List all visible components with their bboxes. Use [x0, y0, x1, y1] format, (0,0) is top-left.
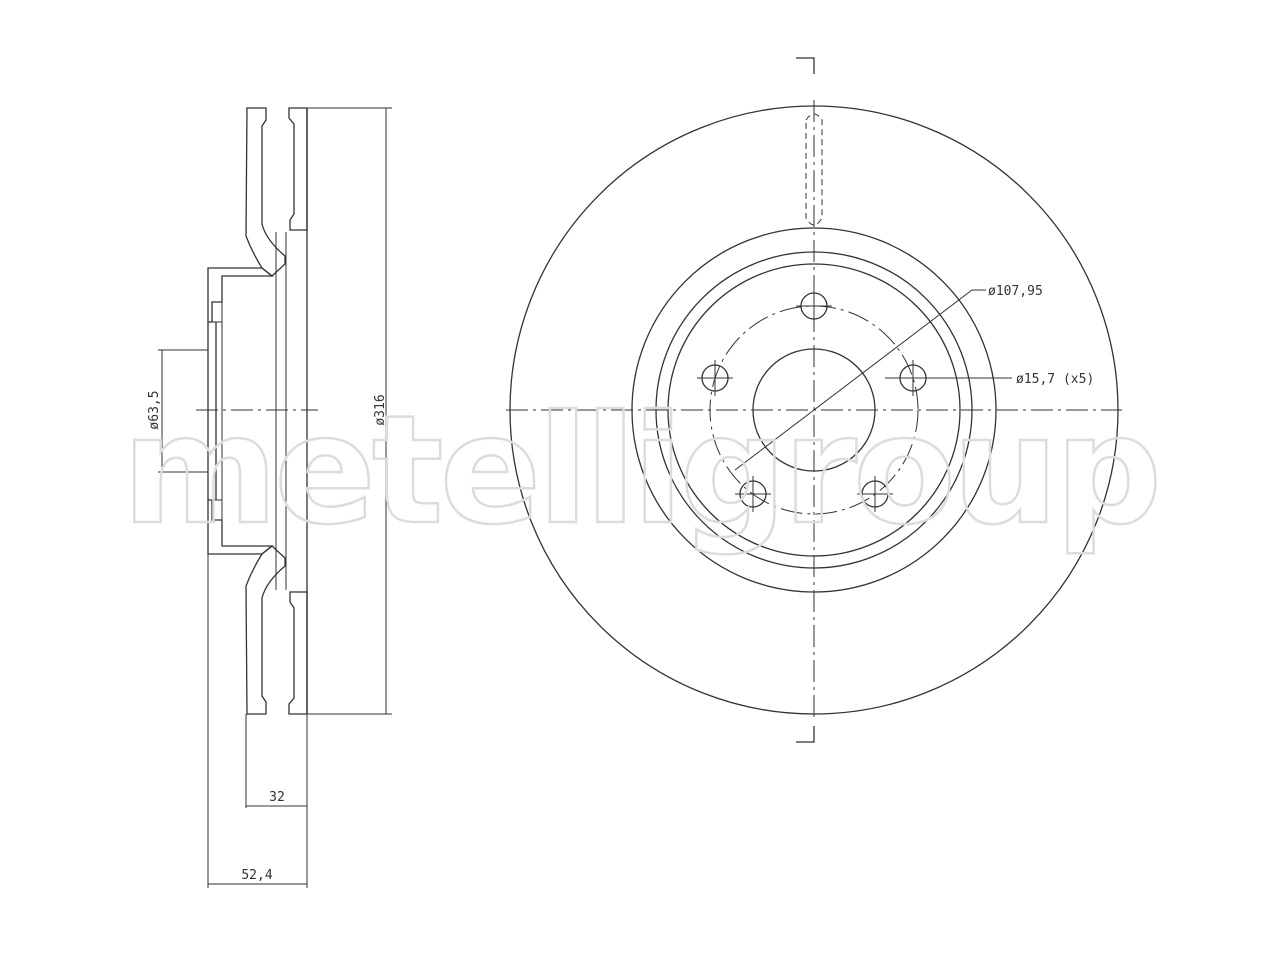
bolt-hole-label: ø15,7 (x5)	[1016, 372, 1094, 387]
front-view: ø107,95 ø15,7 (x5)	[506, 57, 1122, 743]
hat-section-upper	[207, 267, 274, 323]
overall-height-label: 52,4	[241, 868, 272, 883]
center-bore-label: ø63,5	[147, 390, 162, 429]
section-marker-bottom	[796, 726, 815, 743]
section-marker-top	[796, 57, 815, 74]
left-friction-ring-lower	[245, 545, 286, 715]
right-friction-ring-lower	[288, 591, 308, 715]
wear-indicator-slot	[805, 113, 823, 226]
left-friction-ring-upper	[245, 107, 286, 277]
right-friction-ring-upper	[288, 107, 308, 231]
bolt-circle-leader	[734, 289, 973, 471]
side-section-view: ø316 ø63,5 32 52,4	[147, 107, 392, 888]
bolt-circle-label: ø107,95	[988, 284, 1043, 299]
overall-diameter-label: ø316	[373, 394, 388, 425]
watermark-logo: metelligroup	[122, 384, 1158, 558]
disc-thickness-label: 32	[269, 790, 285, 805]
